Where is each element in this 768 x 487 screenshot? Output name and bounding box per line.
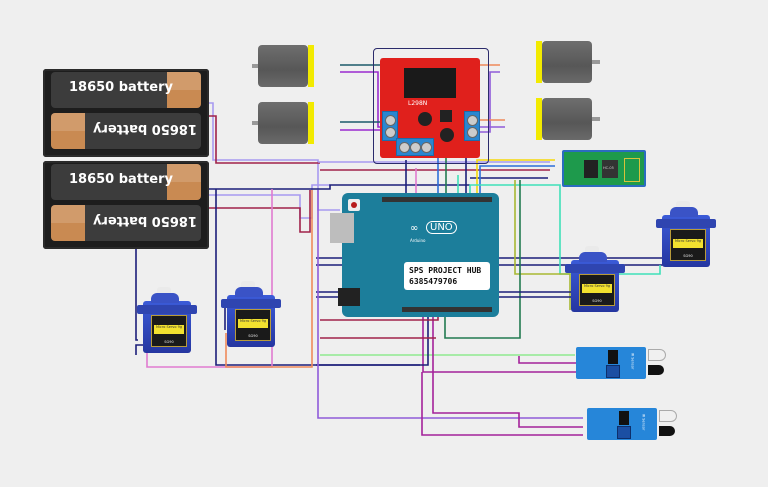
bt-model: HC-05 [603, 166, 614, 170]
l298n-motor-driver[interactable]: L298N [380, 58, 480, 158]
reset-button[interactable] [348, 199, 360, 211]
servo-label: Micro Servo 9g [673, 239, 703, 248]
terminal-out1-out2[interactable] [382, 111, 398, 141]
servo-model: SG90 [248, 334, 258, 338]
project-note: SPS PROJECT HUB 6385479706 [404, 262, 490, 290]
wire-ir2-out[interactable] [317, 190, 583, 419]
wire-bt-yellow[interactable] [476, 159, 555, 195]
servo-model: SG90 [592, 299, 602, 303]
brand-label: Arduino [410, 238, 426, 243]
dc-motor[interactable] [536, 41, 600, 83]
wire-ir-navy[interactable] [316, 310, 429, 366]
ir-label: IR Sensor [630, 352, 635, 370]
ir-label: IR Sensor [641, 413, 646, 431]
wire-ir1-vcc[interactable] [422, 310, 576, 373]
wire-battery2-pos[interactable] [206, 184, 330, 219]
battery-cell: 18650 battery [51, 72, 201, 108]
wire-servo-orange[interactable] [225, 190, 313, 368]
wire-servo3-green[interactable] [444, 180, 521, 339]
battery-cell: 18650 battery [51, 113, 201, 149]
wire-battery1-pos[interactable] [206, 102, 340, 211]
micro-servo[interactable]: Micro Servo 9g SG90 [656, 201, 716, 267]
battery-label: 18650 battery [93, 213, 197, 228]
hc05-bluetooth-module[interactable]: HC-05 [562, 150, 646, 187]
bt-chip [584, 160, 598, 178]
terminal-out3-out4[interactable] [464, 111, 480, 141]
bt-chip [602, 160, 618, 178]
servo-label: Micro Servo 9g [238, 319, 268, 328]
wire-ir1-gnd[interactable] [518, 356, 576, 364]
servo-model: SG90 [164, 340, 174, 344]
arduino-logo: ∞ [410, 223, 419, 234]
note-line1: SPS PROJECT HUB [409, 266, 482, 275]
wire-battery1-neg[interactable] [206, 115, 320, 164]
battery-cell: 18650 battery [51, 164, 201, 200]
wire-servo3-olive[interactable] [514, 180, 571, 310]
terminal-power[interactable] [396, 138, 434, 156]
dc-motor[interactable] [252, 102, 314, 144]
bt-antenna [624, 158, 640, 182]
analog-header[interactable] [402, 307, 492, 312]
servo-label: Micro Servo 9g [582, 284, 612, 293]
wire-gnd-bus[interactable] [136, 184, 470, 190]
wire-battery2-neg[interactable] [206, 190, 311, 233]
digital-header[interactable] [382, 197, 492, 202]
motor-driver-frame [373, 48, 489, 164]
battery-label: 18650 battery [93, 121, 197, 136]
regulator [440, 110, 452, 122]
model-label: UNO [426, 221, 457, 234]
capacitor [418, 112, 432, 126]
note-line2: 6385479706 [409, 277, 458, 286]
chip-label: L298N [408, 100, 428, 107]
arduino-uno-board[interactable]: ∞ UNO Arduino SPS PROJECT HUB 6385479706 [330, 193, 499, 317]
dc-motor[interactable] [536, 98, 600, 140]
power-jack [338, 288, 360, 306]
wire-ir2-gnd[interactable] [432, 310, 583, 428]
usb-port [330, 213, 354, 243]
wire-motor-tr2[interactable] [480, 71, 500, 133]
micro-servo[interactable]: Micro Servo 9g SG90 [221, 281, 281, 347]
servo-label: Micro Servo 9g [154, 325, 184, 334]
wire-servo3-aqua[interactable] [469, 184, 661, 275]
battery-pack-1[interactable]: 18650 battery 18650 battery [43, 69, 209, 157]
micro-servo[interactable]: Micro Servo 9g SG90 [565, 246, 625, 312]
dc-motor[interactable] [252, 45, 314, 87]
wire-ir2-vcc[interactable] [421, 372, 583, 436]
servo-model: SG90 [683, 254, 693, 258]
battery-label: 18650 battery [69, 80, 173, 95]
battery-pack-2[interactable]: 18650 battery 18650 battery [43, 161, 209, 249]
micro-servo[interactable]: Micro Servo 9g SG90 [137, 287, 197, 353]
battery-label: 18650 battery [69, 172, 173, 187]
wire-servo-pink[interactable] [146, 189, 273, 368]
ir-sensor[interactable]: IR Sensor [587, 408, 677, 440]
ir-sensor[interactable]: IR Sensor [576, 347, 666, 379]
heatsink [404, 68, 456, 98]
capacitor [440, 128, 454, 142]
battery-cell: 18650 battery [51, 205, 201, 241]
